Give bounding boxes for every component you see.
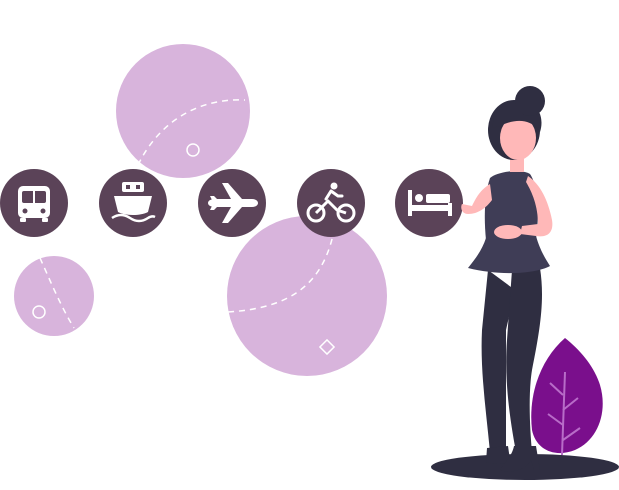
ship-badge — [99, 169, 167, 237]
airplane-badge — [198, 169, 266, 237]
background-circle-top — [116, 44, 250, 178]
bicycle-badge — [297, 169, 365, 237]
bus-badge — [0, 169, 68, 237]
woman-figure — [461, 86, 553, 472]
ship-icon — [111, 182, 156, 223]
bicycle-icon — [306, 182, 356, 223]
airplane-icon — [208, 183, 258, 223]
ground-shadow — [431, 454, 619, 480]
bed-badge — [395, 169, 463, 237]
background-circle-large — [227, 216, 387, 376]
bed-icon — [408, 190, 452, 216]
plant — [531, 338, 603, 456]
background-circle-left — [14, 256, 94, 336]
bus-icon — [18, 186, 50, 222]
